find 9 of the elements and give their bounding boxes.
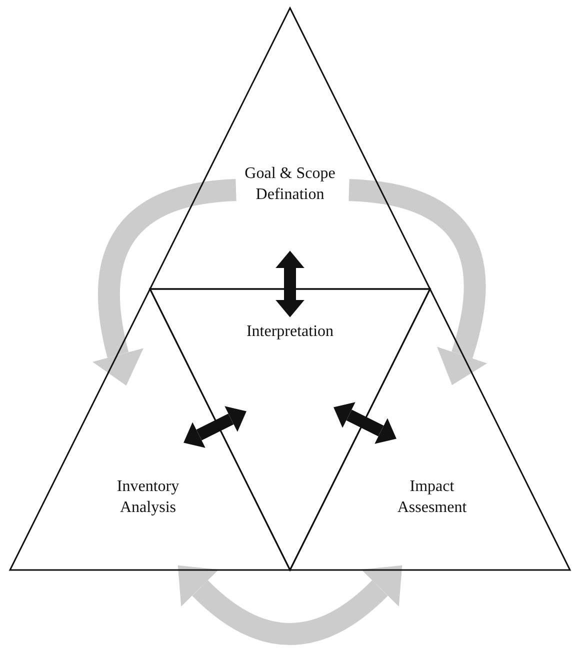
- arrow: [334, 402, 396, 444]
- stage-label: Goal & Scope Defination: [244, 164, 336, 205]
- stage-label: Inventory Analysis: [116, 477, 180, 518]
- arrow: [176, 566, 404, 645]
- arrow: [276, 250, 304, 318]
- triangle-section: [150, 8, 430, 289]
- arrow: [184, 406, 246, 448]
- stage-label: Interpretation: [245, 322, 335, 342]
- stage-label: Impact Assesment: [396, 477, 468, 518]
